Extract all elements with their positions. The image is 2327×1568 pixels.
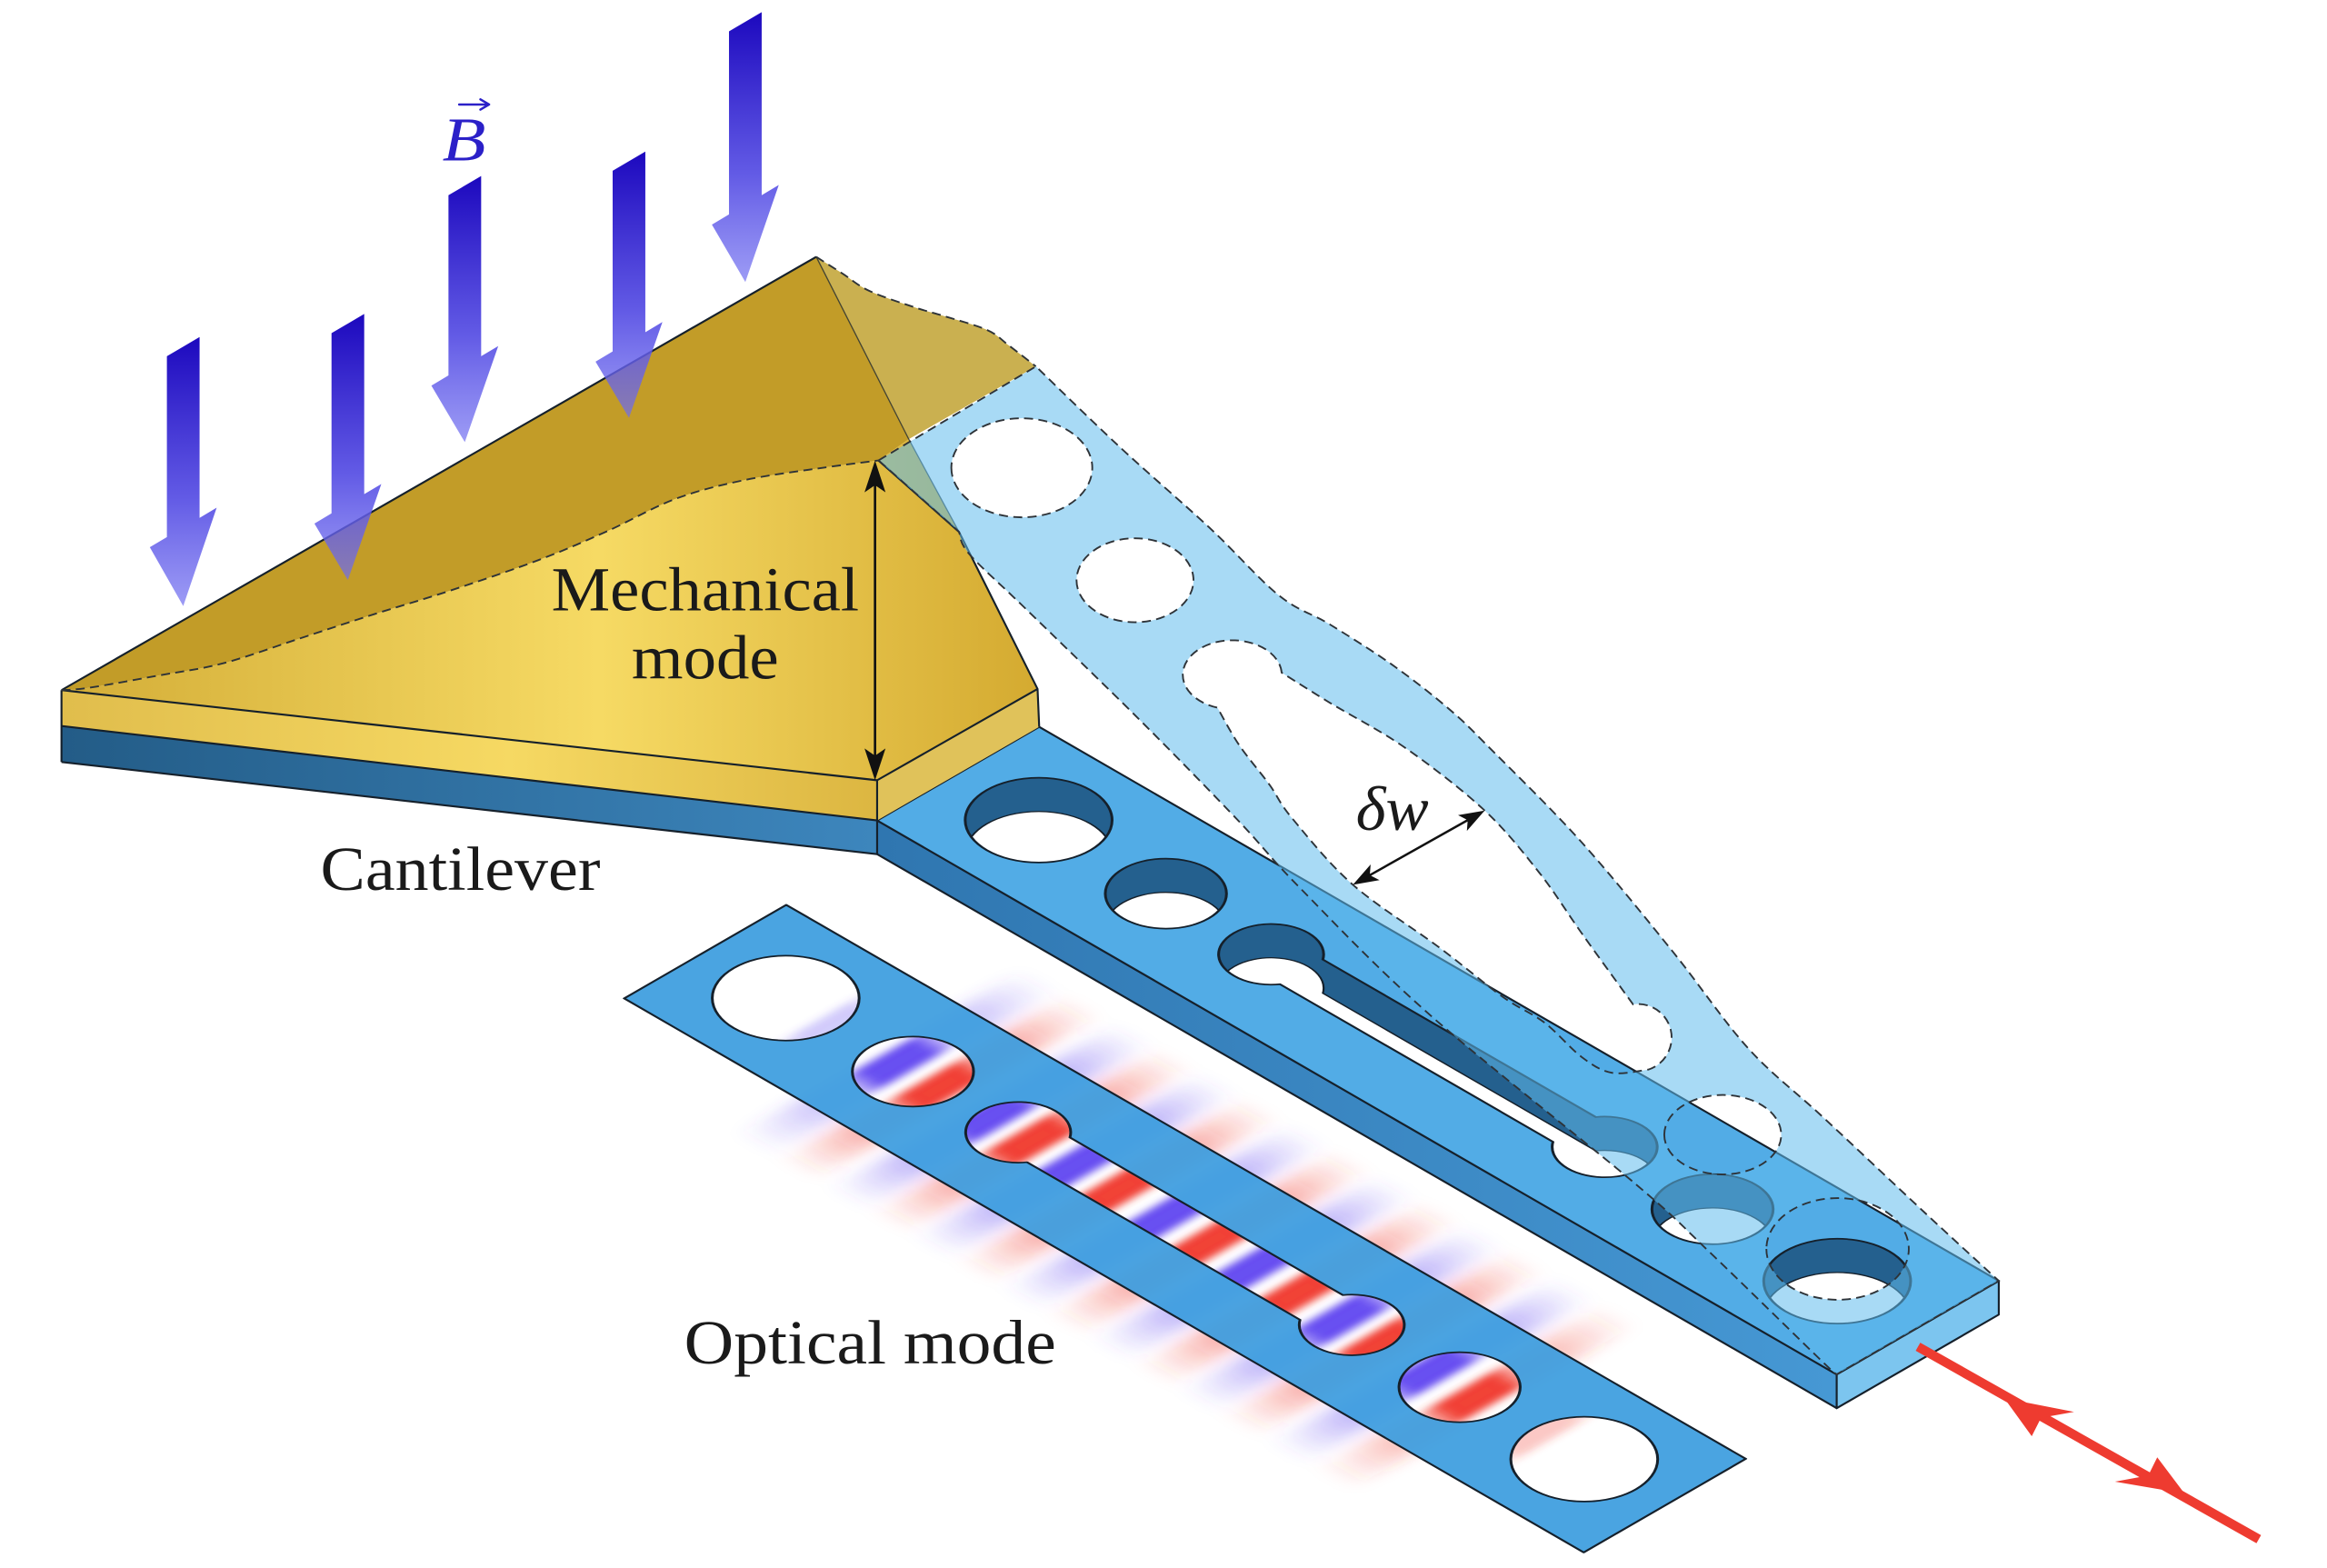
slot-width-label: δw: [1356, 774, 1429, 844]
optical-mode-slab: [623, 904, 1748, 1553]
magnetic-field-label: B: [443, 98, 491, 175]
slot-width-line: [1369, 819, 1469, 876]
cantilever-front-face: [61, 439, 1038, 781]
hole-rim: [964, 776, 1114, 864]
magnetic-field-arrows: [149, 12, 779, 606]
hole-inner-wall: [1218, 924, 1658, 1178]
field-arrow-icon: [431, 175, 499, 443]
cantilever-gold-layer-front: [61, 690, 877, 821]
cantilever-device-layer-front: [61, 725, 877, 854]
arrowhead-down-icon: [864, 748, 886, 781]
hole-rim: [1104, 857, 1228, 930]
magnetic-field-symbol: B: [443, 105, 486, 175]
arrowhead-up-icon: [864, 460, 886, 493]
field-arrow-icon: [149, 336, 217, 606]
field-lobe-negative: [1273, 1279, 1411, 1359]
slot-width-annotation: δw: [1353, 774, 1485, 885]
field-lobe-negative: [828, 1023, 966, 1103]
field-arrow-icon: [314, 314, 382, 581]
field-lobe-positive: [1407, 1357, 1546, 1437]
mechanical-mode-label-line1: Mechanical: [552, 554, 859, 624]
cantilever-gold-side-face: [876, 688, 1040, 821]
cantilever-label: Cantilever: [321, 834, 601, 904]
mechanical-mode-annotation: Mechanical mode: [552, 460, 886, 781]
optical-mode-label: Optical mode: [684, 1307, 1056, 1377]
field-arrow-icon: [712, 12, 779, 283]
arrowhead-icon: [1458, 810, 1485, 832]
optical-slab-outline: [623, 904, 1748, 1553]
mechanical-mode-label-line2: mode: [632, 623, 779, 693]
laser-double-arrow-icon: [1915, 1343, 2262, 1543]
vector-accent-arrow-icon: [457, 98, 491, 111]
laser-arrow-shaft: [1915, 1343, 2262, 1543]
field-arrow-icon: [595, 151, 663, 418]
cantilever-top-face: [61, 256, 909, 691]
cantilever-back-face: [815, 256, 1036, 440]
deformed-beam-outline: [876, 365, 2001, 1376]
arrowhead-icon: [1353, 864, 1380, 885]
cantilever-undeformed-outline-dashed: [61, 255, 1037, 692]
laser-arrowhead-out-icon: [2114, 1457, 2185, 1494]
laser-arrowhead-in-icon: [2004, 1398, 2074, 1437]
cantilever: [60, 255, 1041, 855]
